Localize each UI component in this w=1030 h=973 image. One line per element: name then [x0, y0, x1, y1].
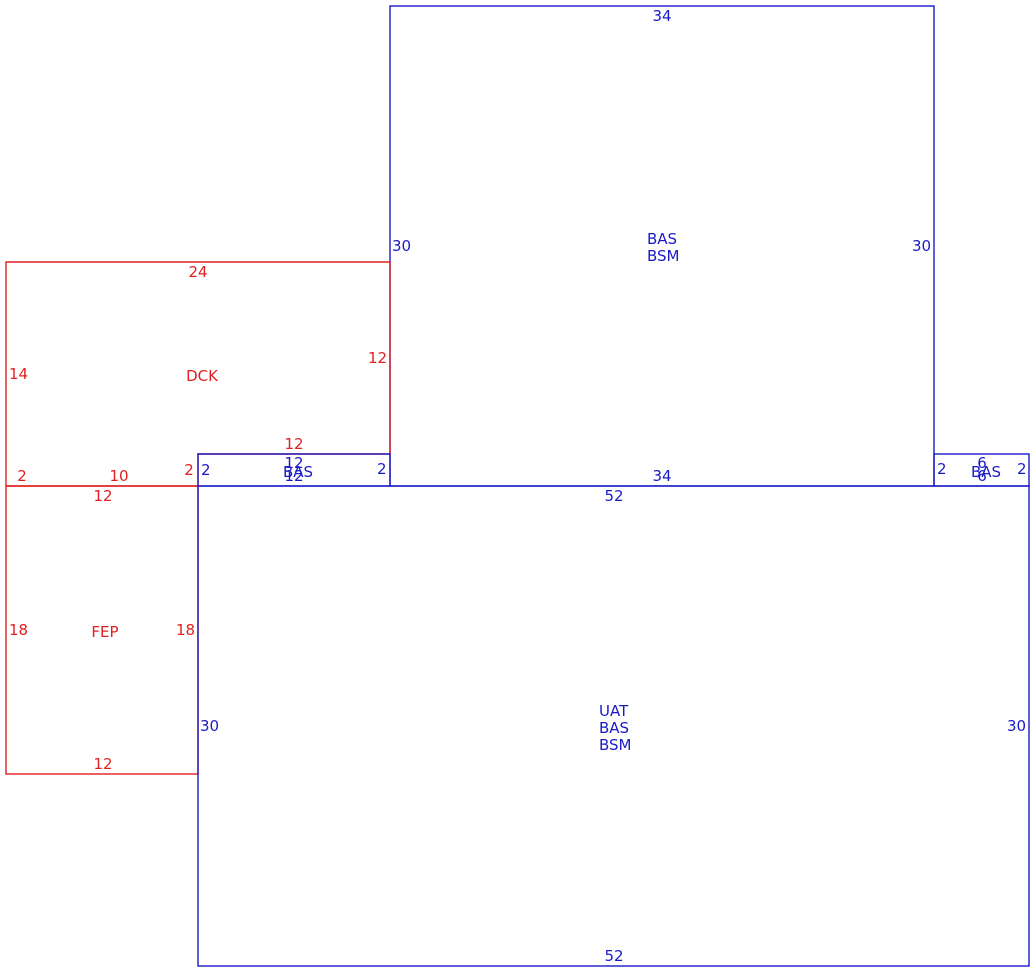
main-code-2: BAS [599, 719, 629, 737]
main-left-dim: 30 [200, 717, 219, 735]
main-code-3: BSM [599, 736, 632, 754]
upper-bas-top-dim: 34 [652, 7, 671, 25]
strip-left-code: BAS [283, 463, 313, 481]
main-right-dim: 30 [1007, 717, 1026, 735]
deck-right-dim: 12 [368, 349, 387, 367]
deck-bottom-right-dim: 2 [184, 461, 194, 479]
strip-left-left-dim: 2 [201, 461, 211, 479]
strip-right-left-dim: 2 [937, 460, 947, 478]
main-outline [197, 485, 1030, 967]
porch-right-dim: 18 [176, 621, 195, 639]
deck-top-dim: 24 [188, 263, 207, 281]
strip-left-top-dim: 12 [284, 454, 303, 472]
strip-left-bottom-dim: 12 [284, 467, 303, 485]
porch-top-dim: 12 [93, 487, 112, 505]
upper-bas-left-dim: 30 [392, 237, 411, 255]
strip-right-code: BAS [971, 463, 1001, 481]
deck-left-dim: 14 [9, 365, 28, 383]
deck-bottom-mid-dim: 10 [109, 467, 128, 485]
upper-bas-code-1: BAS [647, 230, 677, 248]
strip-left-area: 12 12 2 2 BAS [197, 453, 391, 487]
upper-bas-right-dim: 30 [912, 237, 931, 255]
porch-left-dim: 18 [9, 621, 28, 639]
main-bottom-dim: 52 [604, 947, 623, 965]
porch-code: FEP [91, 623, 118, 641]
deck-area: 24 14 12 12 2 10 2 DCK [5, 261, 391, 487]
porch-bottom-dim: 12 [93, 755, 112, 773]
strip-right-area: 6 6 2 2 BAS [933, 453, 1030, 487]
upper-bas-code-2: BSM [647, 247, 680, 265]
strip-right-bottom-dim: 6 [977, 467, 987, 485]
porch-area: 12 18 18 12 FEP [5, 485, 199, 775]
upper-bas-area: 34 30 30 34 BAS BSM [389, 5, 935, 487]
main-area: 52 30 30 52 UAT BAS BSM [197, 485, 1030, 967]
strip-right-right-dim: 2 [1017, 460, 1027, 478]
main-top-dim: 52 [604, 487, 623, 505]
main-code-1: UAT [599, 702, 629, 720]
strip-right-top-dim: 6 [977, 454, 987, 472]
deck-code: DCK [186, 367, 219, 385]
deck-inner-bottom-dim: 12 [284, 435, 303, 453]
deck-bottom-left-dim: 2 [17, 467, 27, 485]
strip-left-right-dim: 2 [377, 460, 387, 478]
upper-bas-bottom-dim: 34 [652, 467, 671, 485]
